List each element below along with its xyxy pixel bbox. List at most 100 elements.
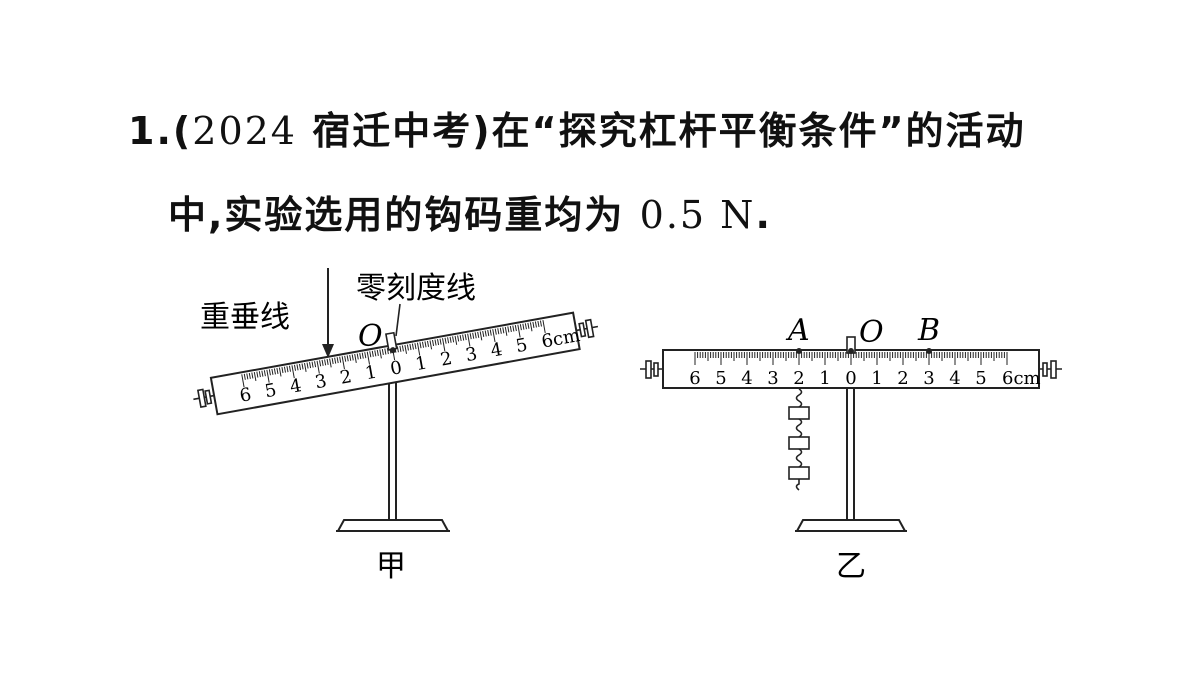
ruler-tick bbox=[487, 329, 490, 337]
ruler-tick bbox=[251, 372, 254, 379]
ruler-tick bbox=[467, 333, 471, 347]
ruler-tick bbox=[514, 325, 517, 332]
ruler-tick bbox=[454, 335, 458, 345]
knob-left-yi bbox=[640, 360, 663, 379]
weight-bottom-hook bbox=[795, 479, 800, 491]
ruler-tick bbox=[356, 353, 359, 360]
ruler-tick bbox=[542, 320, 546, 334]
ruler-number: 2 bbox=[793, 368, 804, 389]
ruler-tick bbox=[409, 343, 412, 351]
ruler-number: 0 bbox=[389, 357, 404, 380]
ruler-tick bbox=[301, 363, 304, 370]
ruler-tick bbox=[484, 330, 487, 337]
ruler-tick bbox=[321, 359, 324, 366]
ruler-tick bbox=[447, 337, 450, 344]
ruler-tick bbox=[256, 371, 259, 378]
ruler-tick bbox=[369, 351, 372, 358]
ruler-tick bbox=[519, 324, 522, 331]
ruler-number: 5 bbox=[715, 368, 726, 389]
ruler-tick bbox=[266, 369, 270, 383]
label-pivot-o-yi: O bbox=[859, 315, 884, 350]
ruler-tick bbox=[459, 334, 462, 342]
source-open: ( bbox=[172, 109, 193, 153]
ruler-tick bbox=[311, 361, 314, 368]
ruler-tick bbox=[324, 359, 327, 366]
ruler-tick bbox=[366, 351, 371, 365]
plumb-line-arrow bbox=[322, 268, 334, 358]
zero-line-leader bbox=[395, 303, 401, 337]
ruler-tick bbox=[261, 370, 264, 377]
ruler-tick bbox=[432, 339, 435, 347]
ruler-tick bbox=[512, 325, 515, 332]
ruler-tick bbox=[386, 348, 389, 355]
ruler-tick bbox=[278, 367, 282, 377]
label-point-b: B bbox=[917, 313, 940, 348]
ruler-tick bbox=[283, 366, 286, 373]
ruler-number: 1 bbox=[871, 368, 882, 389]
question-line1-rest: 在“探究杠杆平衡条件”的活动 bbox=[491, 109, 1026, 153]
stand-yi bbox=[795, 389, 907, 532]
ruler-tick bbox=[419, 342, 422, 349]
point-a bbox=[796, 348, 802, 354]
knob-right-jia bbox=[576, 318, 599, 339]
ruler-tick bbox=[319, 360, 322, 367]
ruler-tick bbox=[246, 373, 249, 380]
ruler-tick bbox=[306, 362, 309, 369]
ruler-yi-ticks bbox=[694, 352, 1008, 365]
ruler-tick bbox=[492, 329, 496, 343]
ruler-tick bbox=[426, 340, 430, 347]
hanging-weights bbox=[788, 388, 810, 491]
weight-hook bbox=[795, 418, 803, 438]
ruler-tick bbox=[339, 356, 342, 363]
pivot-point-jia bbox=[389, 347, 396, 354]
question-number: 1. bbox=[128, 109, 173, 153]
ruler-tick bbox=[537, 320, 540, 328]
ruler-number: 5 bbox=[975, 368, 986, 389]
ruler-tick bbox=[482, 330, 485, 337]
ruler-tick bbox=[263, 370, 266, 377]
ruler-tick bbox=[404, 344, 407, 354]
pivot-pin-jia bbox=[384, 331, 398, 351]
ruler-tick bbox=[396, 346, 399, 353]
ruler-tick bbox=[534, 321, 537, 328]
ruler-tick bbox=[364, 352, 367, 359]
ruler-number: 0 bbox=[845, 368, 856, 389]
ruler-number: 6 bbox=[238, 384, 253, 407]
weight-hook bbox=[795, 388, 803, 408]
ruler-tick bbox=[472, 332, 475, 339]
ruler-number: 3 bbox=[313, 371, 328, 394]
ruler-number: 2 bbox=[897, 368, 908, 389]
ruler-tick bbox=[494, 328, 497, 335]
ruler-number: 5 bbox=[263, 380, 278, 403]
ruler-tick bbox=[316, 360, 320, 374]
ruler-tick bbox=[331, 357, 334, 365]
ruler-tick bbox=[452, 336, 455, 343]
ruler-tick bbox=[489, 329, 492, 336]
ruler-tick bbox=[507, 326, 510, 333]
ruler-tick bbox=[462, 334, 465, 341]
ruler-tick bbox=[527, 322, 530, 329]
ruler-tick bbox=[243, 373, 246, 380]
hook-weight bbox=[788, 406, 810, 420]
ruler-tick bbox=[469, 333, 472, 340]
ruler-tick bbox=[449, 336, 452, 343]
ruler-tick bbox=[524, 323, 527, 330]
ruler-tick bbox=[439, 338, 442, 345]
ruler-tick bbox=[344, 355, 347, 362]
knob-left-jia bbox=[193, 388, 215, 409]
question-line2-text: 中,实验选用的钩码重均为 bbox=[168, 193, 625, 237]
ruler-tick bbox=[414, 343, 417, 350]
ruler-tick bbox=[401, 345, 404, 352]
ruler-tick bbox=[529, 322, 533, 332]
ruler-tick bbox=[276, 367, 279, 375]
ruler-tick bbox=[241, 374, 245, 388]
ruler-tick bbox=[351, 354, 354, 361]
ruler-tick bbox=[334, 357, 337, 364]
ruler-tick bbox=[437, 339, 440, 346]
label-plumb-line: 重垂线 bbox=[200, 300, 290, 335]
caption-jia: 甲 bbox=[376, 549, 406, 584]
